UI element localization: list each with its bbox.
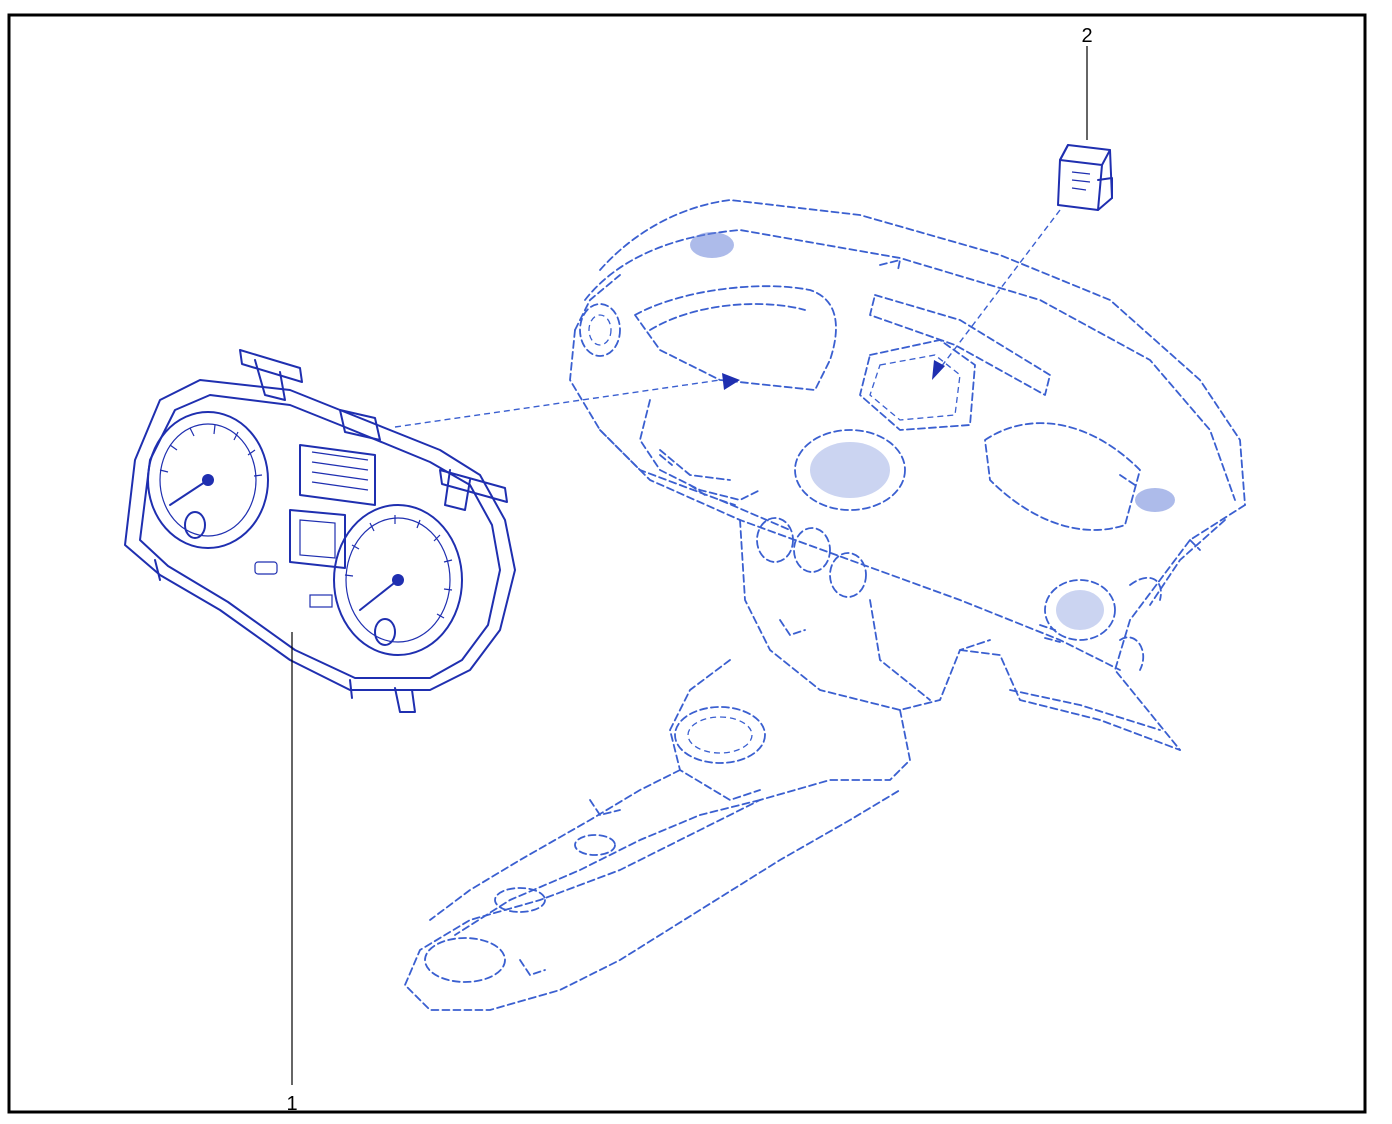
speaker-grille-top [690, 232, 734, 258]
right-vent-grille [1056, 590, 1104, 630]
module-guide-arrow [932, 360, 945, 380]
callout-2-label: 2 [1081, 25, 1092, 47]
speedometer-ticks [344, 515, 453, 619]
speaker-grille-right [1135, 488, 1175, 512]
tachometer-ticks [159, 424, 263, 477]
dashboard-outline [404, 199, 1246, 1011]
diagram-frame [7, 13, 1367, 1114]
instrument-cluster [124, 349, 516, 713]
callout-1-label: 1 [286, 1093, 297, 1115]
stop-button-outline [309, 594, 333, 608]
small-module [1057, 144, 1113, 211]
cluster-guide-arrow [722, 373, 740, 390]
callout-1: 1 [286, 632, 298, 1115]
reset-button-outline [254, 561, 278, 575]
cluster-guide-line [394, 379, 721, 428]
callout-2: 2 [1081, 25, 1093, 140]
module-guide-line [934, 209, 1061, 376]
center-vent-grille [810, 442, 890, 498]
